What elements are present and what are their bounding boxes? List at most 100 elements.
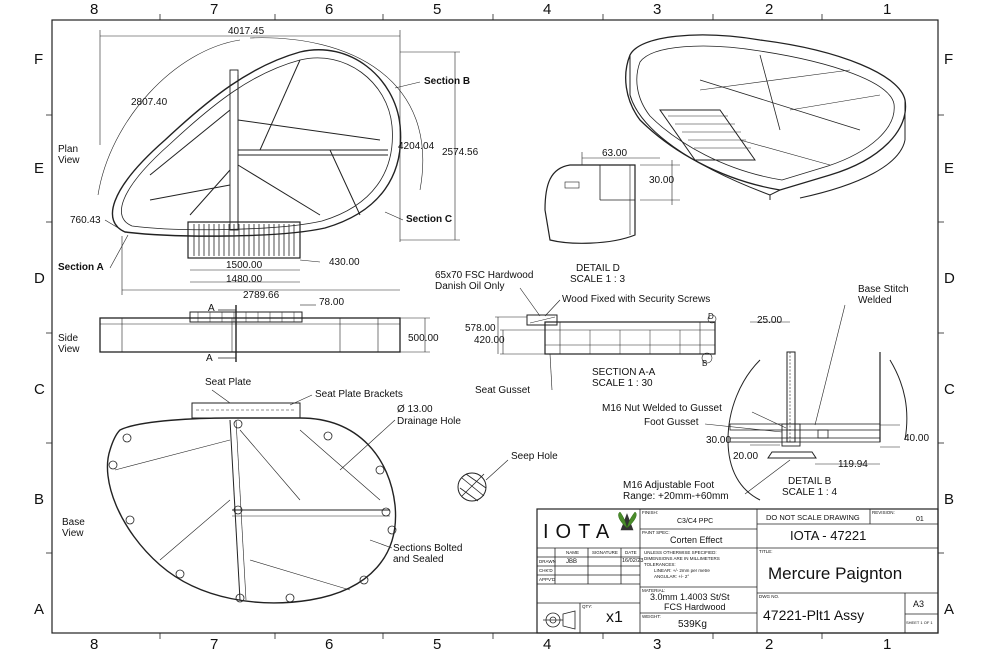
zone-top-2: 2: [765, 1, 774, 18]
dwg-number: 47221-Plt1 Assy: [763, 607, 865, 623]
project-number: IOTA - 47221: [790, 528, 867, 543]
note-seat-gusset: Seat Gusset: [475, 385, 531, 396]
zone-bottom-2: 2: [765, 636, 774, 653]
paint-spec-value: Corten Effect: [670, 535, 723, 545]
tolerance-line-3: TOLERANCES:: [644, 562, 676, 567]
qty-value: x1: [606, 609, 623, 626]
seep-hole-detail: [457, 459, 509, 502]
dim-detail-b-h40: 40.00: [904, 433, 930, 444]
finish-value: C3/C4 PPC: [677, 518, 714, 525]
zone-left-a: A: [34, 601, 45, 618]
zone-top-6: 6: [325, 1, 334, 18]
col-date: DATE: [625, 550, 637, 555]
zone-right-f: F: [944, 51, 954, 68]
tolerance-line-4: LINEAR: +/- 2mm per metre: [654, 568, 710, 573]
title-block-lines: [536, 508, 939, 634]
zone-bottom-7: 7: [210, 636, 219, 653]
dim-width-overall: 4017.45: [228, 26, 265, 37]
dim-detail-b-h20: 20.00: [733, 451, 759, 462]
zone-top-8: 8: [90, 1, 99, 18]
zone-right-e: E: [944, 160, 955, 177]
note-foot-gusset: Foot Gusset: [644, 417, 699, 428]
callout-section-b: Section B: [424, 76, 471, 87]
material-line-2: FCS Hardwood: [664, 602, 726, 612]
dim-detail-d-width: 63.00: [602, 148, 628, 159]
row-chkd: CHK'D: [539, 568, 553, 573]
drawing-title: Mercure Paignton: [768, 564, 903, 583]
section-mark-b: B: [702, 359, 708, 368]
section-aa-title: SECTION A-A: [592, 367, 656, 378]
qty-label: QTY:: [582, 604, 593, 609]
section-mark-d: D: [708, 312, 714, 321]
dim-diag-left: 2807.40: [131, 97, 168, 108]
dim-side-height: 500.00: [408, 333, 439, 344]
dim-height-overall: 2574.56: [442, 147, 479, 158]
material-line-1: 3.0mm 1.4003 St/St: [650, 592, 730, 602]
zone-top-4: 4: [543, 1, 552, 18]
zone-bottom-4: 4: [543, 636, 552, 653]
zone-bottom-5: 5: [433, 636, 442, 653]
zone-right-d: D: [944, 270, 955, 287]
zone-bottom-3: 3: [653, 636, 662, 653]
note-m16-nut: M16 Nut Welded to Gusset: [602, 403, 722, 414]
detail-d-scale: SCALE 1 : 3: [570, 274, 626, 285]
callout-drainage-dia: Ø 13.00: [397, 404, 433, 415]
zone-right-a: A: [944, 601, 955, 618]
section-aa-scale: SCALE 1 : 30: [592, 378, 653, 389]
dim-detail-b-h30: 30.00: [706, 435, 732, 446]
revision-value: 01: [916, 516, 924, 523]
note-hardwood-2: Danish Oil Only: [435, 281, 505, 292]
iota-leaf-icon: [618, 511, 637, 531]
dim-overall-span: 2789.66: [243, 290, 280, 301]
zone-right-b: B: [944, 491, 955, 508]
projection-symbol-icon: [543, 610, 576, 630]
zone-bottom-6: 6: [325, 636, 334, 653]
detail-b: [704, 304, 908, 501]
sheet-size: A3: [913, 599, 925, 609]
isometric-view: [625, 34, 907, 200]
dwg-no-label: DWG NO.: [759, 594, 780, 599]
plan-view-dim-lines: [97, 30, 460, 295]
zone-top-1: 1: [883, 1, 892, 18]
callout-section-a: Section A: [58, 262, 104, 273]
col-name: NAME: [566, 550, 580, 555]
side-view: [99, 304, 430, 362]
section-mark-a-bottom: A: [206, 353, 213, 364]
dim-seat-offset: 78.00: [319, 297, 345, 308]
zone-left-c: C: [34, 381, 45, 398]
section-aa: [495, 287, 717, 391]
zone-ticks: [46, 14, 944, 639]
row-drawn: DRAWN: [539, 559, 556, 564]
dim-detail-b-w: 119.94: [838, 459, 868, 470]
dim-section-seat: 420.00: [474, 335, 505, 346]
do-not-scale: DO NOT SCALE DRAWING: [766, 513, 860, 522]
weight-label: WEIGHT:: [642, 614, 661, 619]
tolerance-line-2: DIMENSIONS ARE IN MILLIMETERS: [644, 556, 720, 561]
tolerance-line-1: UNLESS OTHERWISE SPECIFIED:: [644, 550, 717, 555]
base-view-label: Base View: [62, 517, 85, 539]
callout-seep-hole: Seep Hole: [511, 451, 558, 462]
row-apprd: APPV'D: [539, 577, 556, 582]
zone-bottom-1: 1: [883, 636, 892, 653]
zone-top-7: 7: [210, 1, 219, 18]
weight-value: 539Kg: [678, 619, 707, 630]
dim-left-offset: 760.43: [70, 215, 101, 226]
col-signature: SIGNATURE: [592, 550, 618, 555]
revision-label: REVISION:: [872, 510, 895, 515]
material-label: MATERIAL:: [642, 588, 666, 593]
note-wood-fixed: Wood Fixed with Security Screws: [562, 294, 711, 305]
detail-d-title: DETAIL D: [576, 263, 620, 274]
plan-view-seat: [187, 221, 301, 259]
title-label: TITLE:: [759, 549, 773, 554]
callout-sections-bolted: Sections Bolted: [393, 543, 463, 554]
dim-seat-depth: 430.00: [329, 257, 360, 268]
drawn-by: JBB: [566, 559, 578, 565]
sheet-count: SHEET 1 OF 1: [906, 620, 933, 625]
plan-view-outline: [111, 49, 402, 237]
note-m16-foot-1: M16 Adjustable Foot: [623, 480, 715, 491]
zone-left-b: B: [34, 491, 45, 508]
note-base-stitch-2: Welded: [858, 295, 892, 306]
paint-spec-label: PAINT SPEC:: [642, 530, 670, 535]
